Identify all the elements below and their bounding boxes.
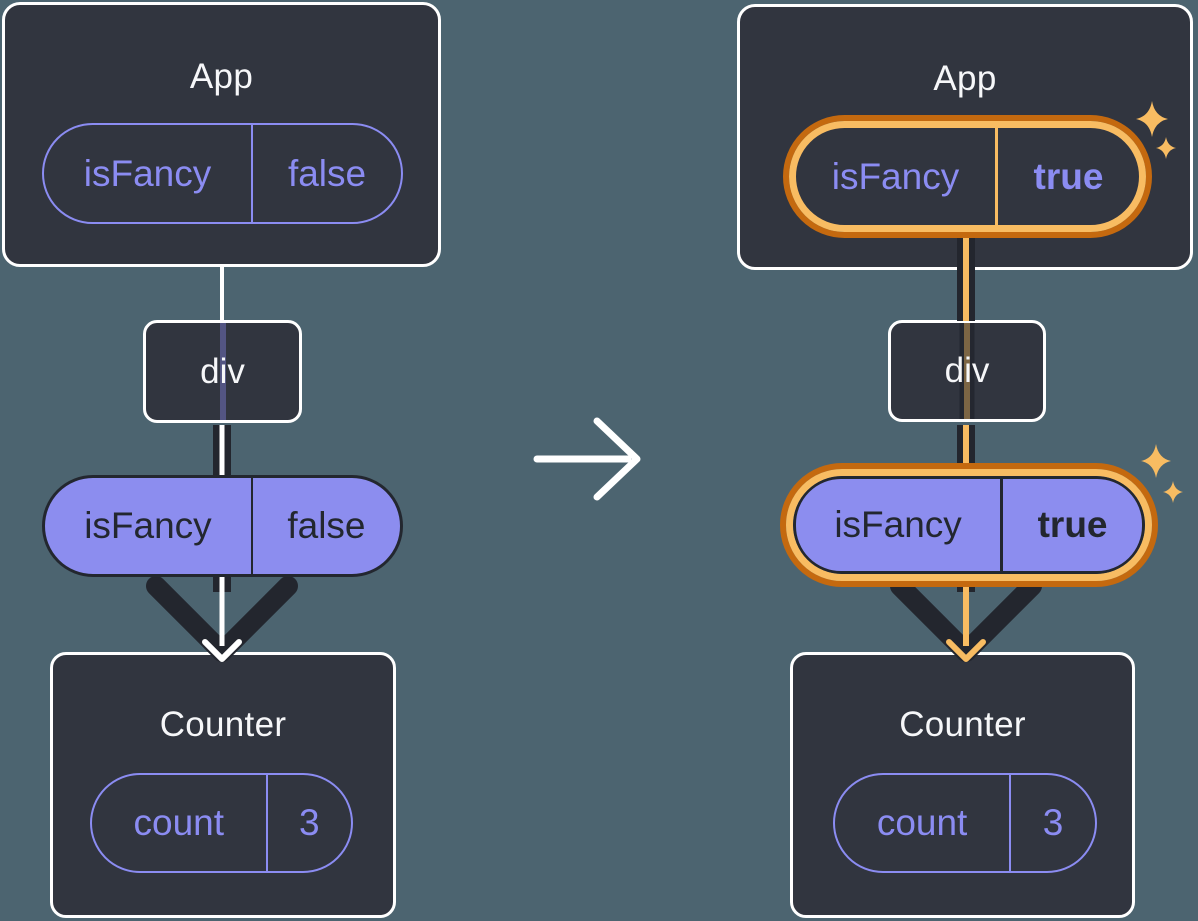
highlighted-state-pill: isFancy true [780, 463, 1158, 587]
prop-pill: isFancy false [42, 123, 403, 224]
div-node-box: div [143, 320, 302, 423]
state-name: isFancy [84, 505, 212, 546]
prop-pill: isFancy true [796, 128, 1139, 225]
counter-component-box: Counter [790, 652, 1135, 918]
prop-line-through-stripe [219, 323, 226, 420]
div-node-label: div [944, 351, 990, 390]
component-title: App [933, 59, 997, 98]
state-name: count [133, 802, 225, 843]
prop-line-through-stripe-center [964, 323, 970, 419]
prop-name: isFancy [831, 155, 960, 197]
div-node-label: div [200, 351, 245, 391]
state-value: 3 [265, 775, 351, 871]
prop-value: true [994, 128, 1139, 225]
highlight-ring: isFancy true [789, 121, 1146, 232]
state-name: isFancy [834, 504, 962, 545]
arrow-down-icon [890, 236, 1042, 662]
highlight-ring: isFancy true [786, 469, 1152, 581]
state-value: false [250, 478, 400, 574]
state-pill: isFancy true [793, 476, 1145, 574]
component-title: Counter [899, 705, 1026, 744]
state-value: 3 [1009, 775, 1095, 871]
div-node-box: div [888, 320, 1046, 422]
state-pill: count 3 [90, 773, 353, 873]
state-pill: count 3 [833, 773, 1097, 873]
state-value: true [1000, 479, 1142, 571]
state-pill: isFancy false [42, 475, 403, 577]
state-name: count [876, 802, 968, 843]
component-title: Counter [159, 705, 287, 744]
prop-value: false [251, 125, 401, 222]
highlighted-prop-pill: isFancy true [783, 115, 1152, 238]
prop-line-through-stripe [959, 323, 975, 419]
arrow-right-icon [533, 417, 641, 501]
prop-name: isFancy [83, 152, 212, 194]
component-title: App [189, 57, 254, 96]
